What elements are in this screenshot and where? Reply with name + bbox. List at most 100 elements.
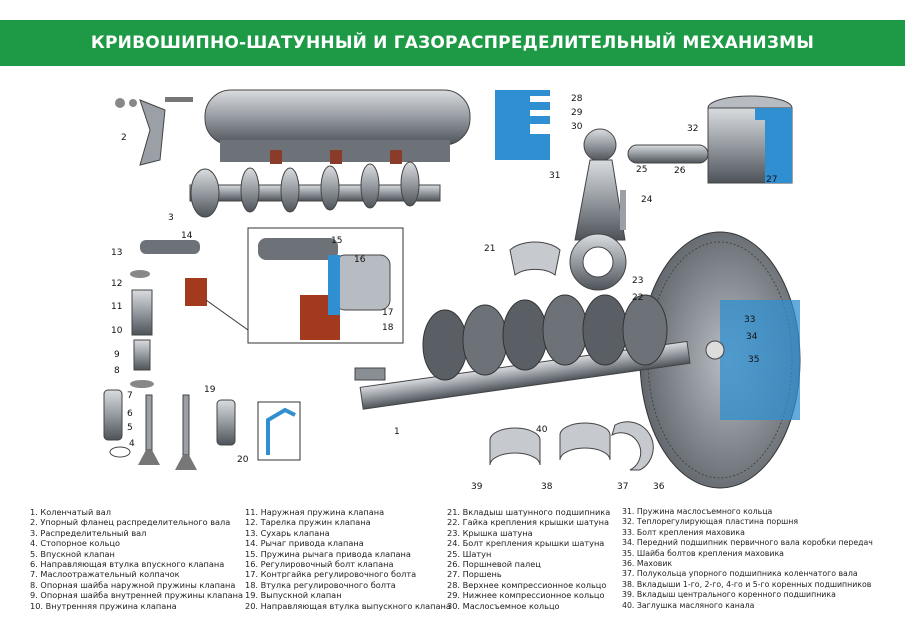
- callout-40: 40: [536, 425, 548, 435]
- callout-39: 39: [471, 482, 483, 492]
- callout-3: 3: [168, 213, 174, 223]
- callout-38: 38: [541, 482, 553, 492]
- legend-item: 7. Маслоотражательный колпачок: [30, 569, 180, 580]
- callout-16: 16: [354, 255, 366, 265]
- legend-item: 6. Направляющая втулка впускного клапана: [30, 559, 225, 570]
- legend-item: 19. Выпускной клапан: [245, 590, 342, 601]
- title-banner: КРИВОШИПНО-ШАТУННЫЙ И ГАЗОРАСПРЕДЕЛИТЕЛЬ…: [0, 20, 905, 66]
- callout-13: 13: [111, 248, 123, 258]
- callout-36: 36: [653, 482, 665, 492]
- callout-20: 20: [237, 455, 249, 465]
- legend-item: 36. Маховик: [622, 559, 673, 569]
- callout-18: 18: [382, 323, 394, 333]
- legend-item: 32. Теплорегулирующая пластина поршня: [622, 517, 799, 527]
- legend-item: 8. Опорная шайба наружной пружины клапан…: [30, 579, 236, 590]
- callout-24: 24: [641, 195, 653, 205]
- callout-5: 5: [127, 423, 133, 433]
- callout-35: 35: [748, 355, 760, 365]
- legend-item: 9. Опорная шайба внутренней пружины клап…: [30, 590, 243, 601]
- legend-item: 5. Впускной клапан: [30, 548, 115, 559]
- legend-item: 18. Втулка регулировочного болта: [245, 579, 396, 590]
- callout-6: 6: [127, 409, 133, 419]
- valve-parts: [103, 240, 236, 470]
- rocker-inset: [205, 227, 404, 344]
- legend-item: 20. Направляющая втулка выпускного клапа…: [245, 600, 451, 611]
- piston-pin: [627, 144, 709, 164]
- connecting-rod: [509, 128, 627, 323]
- legend-item: 37. Полукольца упорного подшипника колен…: [622, 569, 858, 579]
- callout-11: 11: [111, 302, 123, 312]
- camshaft-housing: [204, 89, 471, 164]
- main-bearings: [489, 421, 654, 471]
- page-title: КРИВОШИПНО-ШАТУННЫЙ И ГАЗОРАСПРЕДЕЛИТЕЛЬ…: [90, 33, 815, 53]
- camshaft: [189, 161, 441, 218]
- legend-item: 28. Верхнее компрессионное кольцо: [447, 579, 607, 590]
- callout-14: 14: [181, 231, 193, 241]
- legend-column-1: 1. Коленчатый вал 2. Упорный фланец расп…: [30, 507, 243, 611]
- legend-item: 3. Распределительный вал: [30, 527, 147, 538]
- camshaft-flange: [139, 99, 166, 166]
- legend-item: 40. Заглушка масляного канала: [622, 600, 755, 610]
- legend-item: 16. Регулировочный болт клапана: [245, 559, 394, 570]
- callout-22: 22: [632, 293, 644, 303]
- callout-25: 25: [636, 165, 648, 175]
- callout-26: 26: [674, 166, 686, 176]
- mechanism-illustration: [103, 89, 801, 489]
- legend-item: 27. Поршень: [447, 569, 502, 580]
- legend-item: 34. Передний подшипник первичного вала к…: [622, 538, 873, 548]
- legend-item: 30. Маслосъемное кольцо: [447, 600, 560, 611]
- legend-item: 4. Стопорное кольцо: [30, 538, 121, 549]
- legend-item: 17. Контргайка регулировочного болта: [245, 569, 417, 580]
- callout-34: 34: [746, 332, 758, 342]
- legend-item: 23. Крышка шатуна: [447, 527, 533, 538]
- callout-4: 4: [129, 439, 135, 449]
- legend-item: 1. Коленчатый вал: [30, 507, 111, 517]
- callout-9: 9: [114, 350, 120, 360]
- callout-10: 10: [111, 326, 123, 336]
- callout-2: 2: [121, 133, 127, 143]
- legend-column-3: 21. Вкладыш шатунного подшипника 22. Гай…: [447, 507, 610, 611]
- legend-item: 13. Сухарь клапана: [245, 527, 330, 538]
- legend-item: 11. Наружная пружина клапана: [245, 507, 385, 517]
- callout-17: 17: [382, 308, 394, 318]
- callout-19: 19: [204, 385, 216, 395]
- callout-23: 23: [632, 276, 644, 286]
- legend-item: 2. Упорный фланец распределительного вал…: [30, 517, 231, 528]
- callout-27: 27: [766, 175, 778, 185]
- legend-item: 26. Поршневой палец: [447, 559, 541, 570]
- legend-item: 14. Рычаг привода клапана: [245, 538, 364, 549]
- legend-item: 35. Шайба болтов крепления маховика: [622, 548, 784, 558]
- legend-item: 10. Внутренняя пружина клапана: [30, 600, 177, 611]
- callout-8: 8: [114, 366, 120, 376]
- piston: [707, 95, 793, 184]
- legend-item: 22. Гайка крепления крышки шатуна: [447, 517, 609, 528]
- callout-30: 30: [571, 122, 583, 132]
- legend-item: 21. Вкладыш шатунного подшипника: [447, 507, 611, 517]
- callout-29: 29: [571, 108, 583, 118]
- piston-ring-section: [495, 90, 550, 160]
- flywheel: [639, 231, 801, 489]
- crankshaft: [354, 294, 691, 410]
- legend-item: 24. Болт крепления крышки шатуна: [447, 538, 605, 549]
- callout-32: 32: [687, 124, 699, 134]
- legend-item: 25. Шатун: [447, 548, 492, 559]
- legend-item: 12. Тарелка пружин клапана: [245, 517, 371, 528]
- legend-item: 39. Вкладыш центрального коренного подши…: [622, 590, 836, 600]
- callout-31: 31: [549, 171, 561, 181]
- callout-1: 1: [394, 427, 400, 437]
- legend-item: 31. Пружина маслосъемного кольца: [622, 507, 773, 516]
- callout-7: 7: [127, 391, 133, 401]
- legend-item: 38. Вкладыши 1-го, 2-го, 4-го и 5-го кор…: [622, 579, 872, 589]
- callout-15: 15: [331, 236, 343, 246]
- legend-item: 33. Болт крепления маховика: [622, 527, 745, 537]
- legend-column-4: 31. Пружина маслосъемного кольца 32. Теп…: [622, 507, 873, 611]
- valve-guide-inset: [257, 401, 301, 461]
- legend-item: 29. Нижнее компрессионное кольцо: [447, 590, 605, 601]
- legend-column-2: 11. Наружная пружина клапана 12. Тарелка…: [245, 507, 451, 611]
- legend-item: 15. Пружина рычага привода клапана: [245, 548, 411, 559]
- callout-37: 37: [617, 482, 629, 492]
- callout-28: 28: [571, 94, 583, 104]
- callout-21: 21: [484, 244, 496, 254]
- callout-12: 12: [111, 279, 123, 289]
- callout-33: 33: [744, 315, 756, 325]
